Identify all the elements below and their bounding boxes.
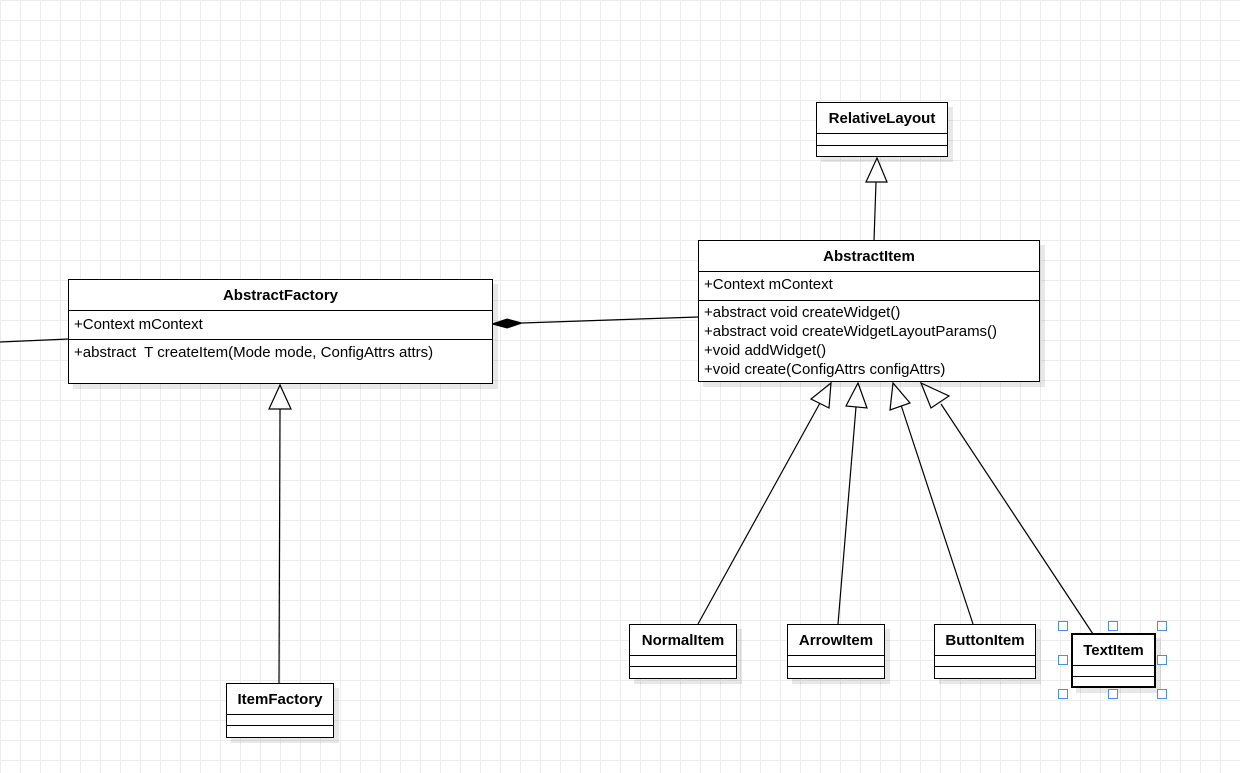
- resize-handle-bottom-left[interactable]: [1058, 689, 1068, 699]
- class-operations-compartment: [630, 667, 736, 677]
- operation: +void create(ConfigAttrs configAttrs): [704, 361, 946, 378]
- class-itemfactory[interactable]: ItemFactory: [226, 683, 334, 738]
- generalization-arrowhead-buttonitem: [889, 381, 912, 411]
- class-operations-compartment: +abstract T createItem(Mode mode, Config…: [69, 340, 492, 362]
- resize-handle-right[interactable]: [1157, 655, 1167, 665]
- class-name: ButtonItem: [935, 625, 1035, 656]
- generalization-arrowhead-arrowitem: [845, 381, 868, 409]
- generalization-line-textitem[interactable]: [940, 403, 1094, 635]
- class-attributes-compartment: [630, 656, 736, 667]
- class-operations-compartment: [1073, 677, 1154, 686]
- attribute: +Context mContext: [704, 276, 833, 293]
- class-name: TextItem: [1073, 635, 1154, 666]
- resize-handle-bottom-right[interactable]: [1157, 689, 1167, 699]
- class-normalitem[interactable]: NormalItem: [629, 624, 737, 679]
- class-name: NormalItem: [630, 625, 736, 656]
- generalization-line-itemfactory[interactable]: [278, 408, 281, 684]
- association-line[interactable]: [0, 338, 70, 343]
- resize-handle-top[interactable]: [1108, 621, 1118, 631]
- class-buttonitem[interactable]: ButtonItem: [934, 624, 1036, 679]
- generalization-arrowhead-normalitem: [809, 381, 832, 409]
- class-attributes-compartment: [788, 656, 884, 667]
- class-abstractfactory[interactable]: AbstractFactory +Context mContext +abstr…: [68, 279, 493, 384]
- class-attributes-compartment: +Context mContext: [69, 311, 492, 340]
- class-name: ItemFactory: [227, 684, 333, 715]
- operation: +void addWidget(): [704, 342, 827, 359]
- generalization-arrowhead-relativelayout: [865, 156, 888, 183]
- class-operations-compartment: [935, 667, 1035, 677]
- composition-diamond: [490, 318, 524, 329]
- class-textitem[interactable]: TextItem: [1071, 633, 1156, 688]
- operation: +abstract void createWidget(): [704, 304, 901, 321]
- class-attributes-compartment: [935, 656, 1035, 667]
- class-name: ArrowItem: [788, 625, 884, 656]
- class-name: RelativeLayout: [817, 103, 947, 134]
- class-name: AbstractFactory: [69, 280, 492, 311]
- class-relativelayout[interactable]: RelativeLayout: [816, 102, 948, 157]
- resize-handle-top-right[interactable]: [1157, 621, 1167, 631]
- generalization-line-buttonitem[interactable]: [900, 404, 974, 625]
- composition-line[interactable]: [521, 316, 699, 324]
- class-attributes-compartment: +Context mContext: [699, 272, 1039, 301]
- class-abstractitem[interactable]: AbstractItem +Context mContext +abstract…: [698, 240, 1040, 382]
- attribute: +Context mContext: [74, 316, 203, 333]
- resize-handle-top-left[interactable]: [1058, 621, 1068, 631]
- class-operations-compartment: +abstract void createWidget() +abstract …: [699, 301, 1039, 379]
- resize-handle-bottom[interactable]: [1108, 689, 1118, 699]
- class-attributes-compartment: [1073, 666, 1154, 677]
- generalization-line-arrowitem[interactable]: [837, 406, 857, 625]
- class-attributes-compartment: [817, 134, 947, 146]
- resize-handle-left[interactable]: [1058, 655, 1068, 665]
- operation: +abstract T createItem(Mode mode, Config…: [74, 344, 434, 361]
- class-arrowitem[interactable]: ArrowItem: [787, 624, 885, 679]
- class-operations-compartment: [788, 667, 884, 677]
- class-attributes-compartment: [227, 715, 333, 726]
- generalization-arrowhead-textitem: [919, 381, 951, 409]
- operation: +abstract void createWidgetLayoutParams(…: [704, 323, 998, 340]
- class-operations-compartment: [817, 146, 947, 156]
- generalization-line-normalitem[interactable]: [697, 402, 821, 625]
- class-operations-compartment: [227, 726, 333, 736]
- generalization-arrowhead-abstractfactory: [268, 383, 292, 410]
- class-name: AbstractItem: [699, 241, 1039, 272]
- generalization-line-abstractitem[interactable]: [873, 181, 877, 242]
